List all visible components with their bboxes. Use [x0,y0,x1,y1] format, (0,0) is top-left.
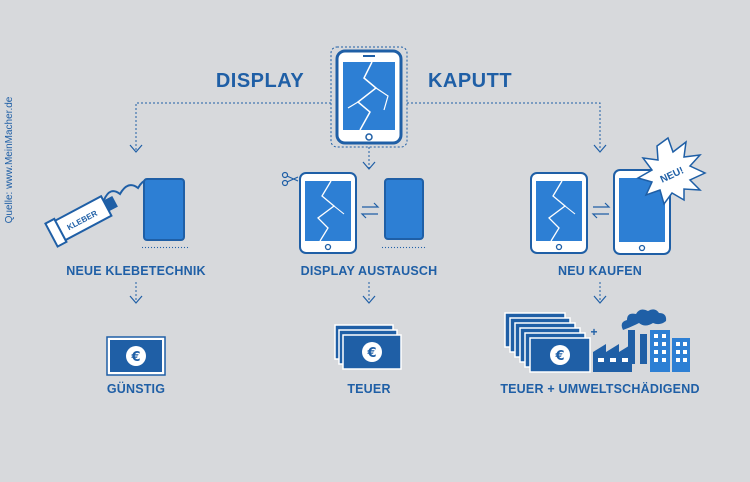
broken-phone-small-icon [299,172,357,254]
swap-arrows-icon [591,202,611,219]
euro-symbol: € [130,350,140,365]
glue-tube-icon: KLEBER [44,178,157,248]
new-badge-icon: NEU! [636,136,707,206]
svg-text:+: + [590,325,597,339]
money-large-stack-icon: € [504,312,591,373]
replacement-screen-icon [381,178,427,249]
scissors-icon [281,171,299,187]
option-buy-label: NEU KAUFEN [558,264,642,278]
swap-arrows-icon [360,202,380,219]
money-single-icon: € [106,336,166,376]
money-stack-icon: € [334,324,402,370]
header-left-label: DISPLAY [215,70,305,92]
factory-icon [593,309,690,372]
euro-symbol: € [366,346,376,361]
phone-screen-icon [142,178,190,249]
top-connectors [135,102,601,168]
result-expensive-label: TEUER [347,382,391,396]
option-glue-label: NEUE KLEBETECHNIK [66,264,206,278]
broken-phone-small-icon [530,172,588,254]
lower-connectors [135,282,601,302]
option-replace-label: DISPLAY AUSTAUSCH [300,264,438,278]
arrowheads [129,144,607,304]
header-right-label: KAPUTT [427,70,513,92]
broken-phone-icon [330,46,408,148]
euro-symbol: € [554,349,564,364]
result-cheap-label: GÜNSTIG [106,382,166,396]
result-expensive-harmful-label: TEUER + UMWELTSCHÄDIGEND [500,382,700,396]
